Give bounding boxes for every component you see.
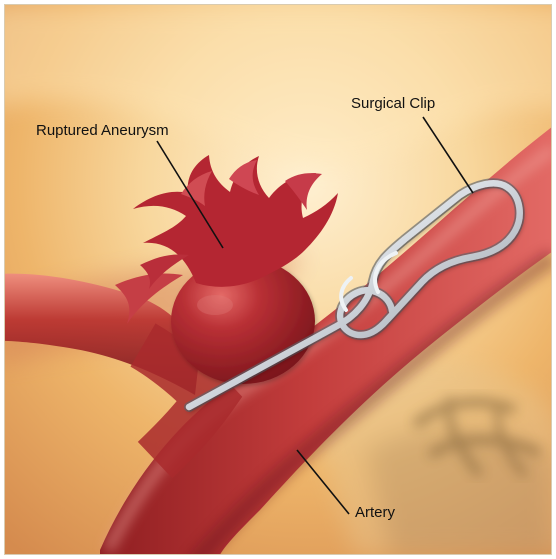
medical-illustration xyxy=(5,5,552,555)
ruptured-aneurysm-label: Ruptured Aneurysm xyxy=(36,122,169,139)
artery-label: Artery xyxy=(355,504,395,521)
aneurysm-clip-illustration: Ruptured Aneurysm Surgical Clip Artery xyxy=(4,4,552,555)
surgical-clip-label: Surgical Clip xyxy=(351,95,435,112)
